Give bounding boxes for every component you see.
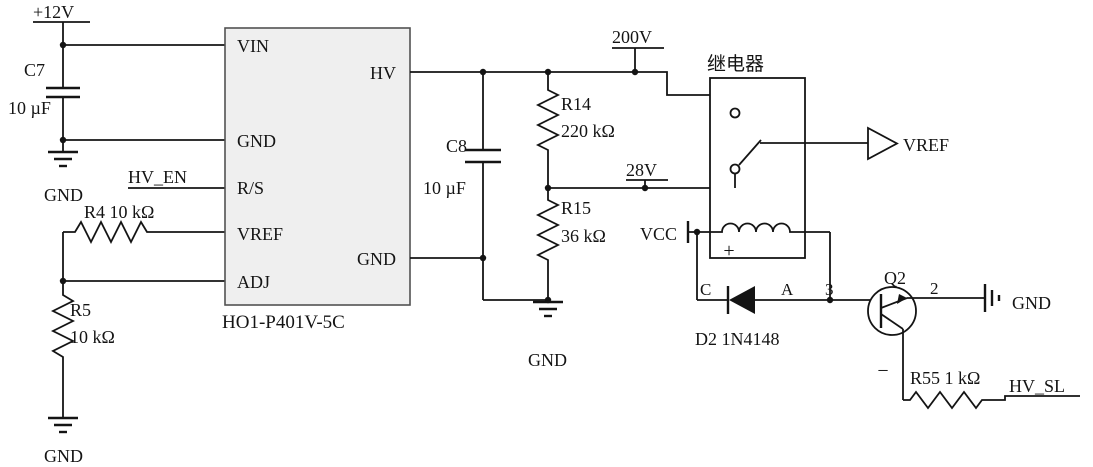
ic-pin-vref: VREF (237, 224, 283, 244)
relay-label: 继电器 (707, 53, 764, 75)
d2-cathode-label: C (700, 280, 711, 299)
coil-minus-mark: − (877, 360, 888, 382)
relay-contact-nc (729, 163, 741, 175)
r15-value: 36 kΩ (561, 226, 606, 246)
c7-value: 10 µF (8, 98, 51, 118)
r5-value: 10 kΩ (70, 327, 115, 347)
resistor-r5 (50, 281, 76, 418)
earth-symbol-r5 (48, 416, 78, 434)
q2-pin2-label: 2 (930, 279, 939, 298)
net-label-hv-sl: HV_SL (1009, 376, 1065, 396)
transistor-q2-collector (880, 313, 904, 330)
junction-dots (59, 41, 834, 304)
ic-pin-rs: R/S (237, 178, 264, 198)
c8-value: 10 µF (423, 178, 466, 198)
gnd-label-r15: GND (528, 350, 567, 370)
gnd-label-c7: GND (44, 185, 83, 205)
r14-ref: R14 (561, 94, 591, 114)
d2-anode-label: A (781, 280, 794, 299)
earth-symbol-r15 (533, 300, 563, 318)
net-label-hv-en: HV_EN (128, 167, 187, 187)
relay-switch-arm (738, 139, 762, 166)
transistor-q2-arrow (897, 294, 907, 304)
net-label-12v: +12V (33, 2, 74, 22)
d2-label: D2 1N4148 (695, 329, 780, 349)
ic-pin-vin: VIN (237, 36, 269, 56)
net-label-28v: 28V (626, 160, 657, 180)
net-label-vcc: VCC (640, 224, 677, 244)
coil-plus-mark: + (723, 240, 734, 262)
resistor-r55 (903, 390, 1080, 410)
transistor-q2-body (867, 286, 917, 336)
ic-pin-adj: ADJ (237, 272, 270, 292)
relay-coil (688, 222, 830, 233)
c8-ref: C8 (446, 136, 467, 156)
earth-symbol-q2 (983, 284, 1001, 312)
r55-label: R55 1 kΩ (910, 368, 980, 388)
ic-part-number: HO1-P401V-5C (222, 312, 345, 333)
r15-ref: R15 (561, 198, 591, 218)
vref-output-symbol (867, 126, 899, 161)
ic-pin-gnd-left: GND (237, 131, 276, 151)
wiring (33, 21, 1080, 434)
relay-contact-no (729, 107, 741, 119)
ic-body (224, 27, 411, 306)
ic-pin-hv: HV (370, 63, 396, 83)
net-label-200v: 200V (612, 27, 652, 47)
resistor-r15 (535, 188, 561, 302)
diode-d2-symbol (729, 286, 755, 314)
ic-pin-gnd-right: GND (357, 249, 396, 269)
gnd-label-q2: GND (1012, 293, 1051, 313)
gnd-label-r5: GND (44, 446, 83, 466)
r14-value: 220 kΩ (561, 121, 615, 141)
resistor-r14 (535, 72, 561, 188)
r5-ref: R5 (70, 300, 91, 320)
q2-ref: Q2 (884, 268, 906, 288)
r4-label: R4 10 kΩ (84, 202, 154, 222)
resistor-r4 (63, 219, 225, 245)
q2-pin3-label: 3 (825, 280, 834, 299)
net-label-vref-out: VREF (903, 135, 949, 155)
earth-symbol-c7 (48, 150, 78, 168)
c7-ref: C7 (24, 60, 45, 80)
